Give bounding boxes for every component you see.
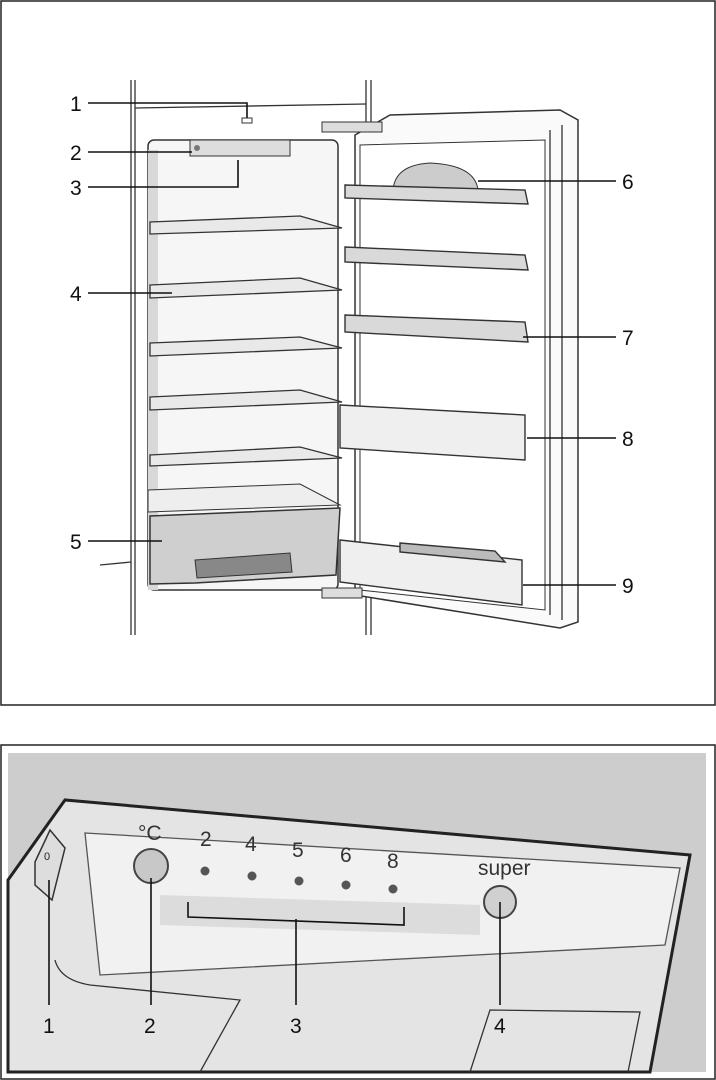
switch-small [241, 117, 253, 124]
led-indicator [200, 866, 210, 876]
super-label: super [478, 857, 531, 880]
callout-9: 9 [622, 575, 634, 598]
led-indicator [294, 876, 304, 886]
callout-3: 3 [70, 177, 82, 200]
control-panel-small [189, 139, 291, 157]
unit-label: °C [138, 822, 162, 845]
glass-shelves [149, 215, 343, 467]
fridge-door [321, 109, 579, 629]
control-panel-figure: 0 °C 2 4 5 6 8 super 1 2 3 4 [0, 744, 716, 1080]
callout-2: 2 [70, 142, 82, 165]
fridge-cabinet [99, 80, 372, 635]
callout-5: 5 [70, 531, 82, 554]
scale-label-2: 2 [200, 828, 212, 851]
fridge-callouts: 1 2 3 4 5 6 7 8 9 [70, 93, 634, 598]
callout-8: 8 [622, 428, 634, 451]
vegetable-drawer [147, 483, 342, 585]
callout-4: 4 [70, 283, 82, 306]
callout-1: 1 [43, 1015, 55, 1038]
door-shelves [339, 184, 529, 606]
temperature-button[interactable] [133, 848, 169, 884]
scale-label-5: 5 [292, 839, 304, 862]
led-indicator [388, 884, 398, 894]
temperature-scale: 2 4 5 6 8 [200, 828, 399, 894]
fridge-figure: 1 2 3 4 5 6 7 8 9 [0, 0, 716, 706]
on-off-switch[interactable]: 0 [34, 828, 66, 902]
led-indicator [247, 871, 257, 881]
scale-label-4: 4 [245, 833, 257, 856]
callout-6: 6 [622, 171, 634, 194]
led-indicator [341, 880, 351, 890]
switch-symbol: 0 [44, 851, 50, 863]
callout-7: 7 [622, 327, 634, 350]
callout-1: 1 [70, 93, 82, 116]
callout-3: 3 [290, 1015, 302, 1038]
callout-4: 4 [494, 1015, 506, 1038]
butter-compartment [392, 162, 479, 191]
scale-label-8: 8 [387, 850, 399, 873]
callout-2: 2 [144, 1015, 156, 1038]
scale-label-6: 6 [340, 844, 352, 867]
